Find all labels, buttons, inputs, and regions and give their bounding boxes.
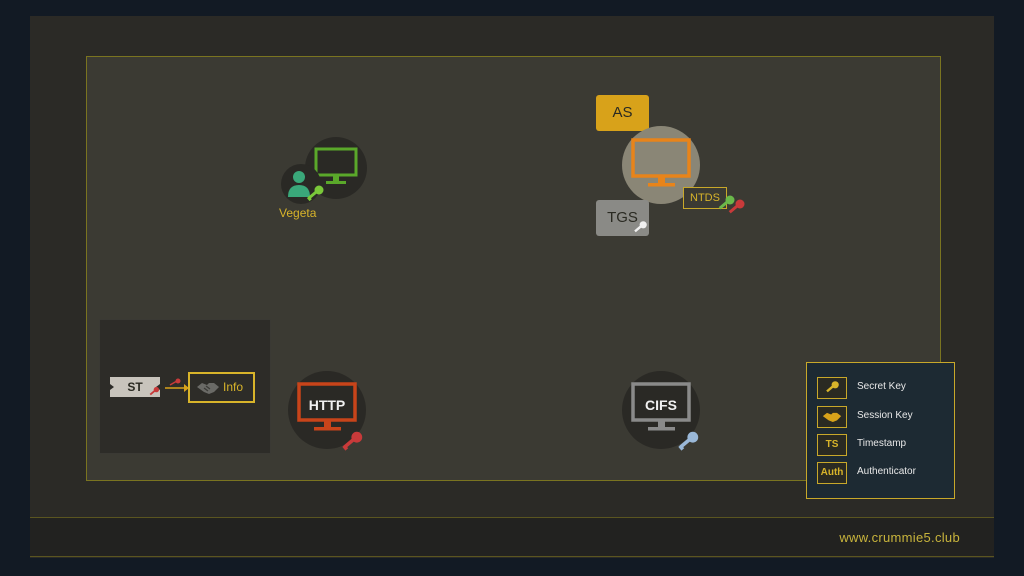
handshake-icon xyxy=(197,383,219,394)
legend-auth-icon: Auth xyxy=(817,462,847,484)
http-label: HTTP xyxy=(308,397,346,413)
legend: Secret Key Session Key TS Timestamp Auth… xyxy=(806,362,955,499)
red-monitor-icon xyxy=(297,382,357,431)
legend-item-authenticator: Auth Authenticator xyxy=(817,462,947,486)
legend-label: Authenticator xyxy=(857,466,916,477)
legend-item-timestamp: TS Timestamp xyxy=(817,434,947,458)
tgs-label: TGS xyxy=(607,209,638,226)
green-monitor-icon xyxy=(314,147,358,184)
legend-ts-icon: TS xyxy=(817,434,847,456)
white-key-icon xyxy=(634,221,647,233)
st-label: ST xyxy=(127,380,143,394)
ntds-label: NTDS xyxy=(690,192,720,204)
user-person-icon xyxy=(288,171,310,197)
legend-item-secret-key: Secret Key xyxy=(817,377,947,401)
green-key-icon xyxy=(306,185,324,202)
legend-label: Timestamp xyxy=(857,438,907,449)
footer-bar: www.crummie5.club xyxy=(30,517,994,557)
footer-url[interactable]: www.crummie5.club xyxy=(839,530,960,545)
legend-key-icon xyxy=(817,377,847,399)
info-box: Info xyxy=(188,372,255,403)
legend-handshake-icon xyxy=(817,406,847,428)
gray-monitor-icon xyxy=(631,382,691,431)
user-name: Vegeta xyxy=(279,206,317,220)
legend-item-session-key: Session Key xyxy=(817,406,947,430)
orange-monitor-icon xyxy=(631,138,691,187)
service-ticket: ST xyxy=(110,377,160,397)
ntds-box: NTDS xyxy=(683,187,727,209)
ntds-red-key-icon xyxy=(728,199,745,214)
as-label: AS xyxy=(612,104,633,121)
legend-label: Session Key xyxy=(857,410,913,421)
http-red-key-icon xyxy=(342,431,363,451)
cifs-label: CIFS xyxy=(645,397,677,413)
user-avatar-circle xyxy=(281,164,321,204)
legend-label: Secret Key xyxy=(857,381,906,392)
arrow-right-icon xyxy=(165,378,189,392)
ticket-red-key-icon xyxy=(149,386,160,396)
tgs-box: TGS xyxy=(596,200,649,236)
as-box: AS xyxy=(596,95,649,131)
cifs-blue-key-icon xyxy=(678,431,699,451)
ntds-green-key-icon xyxy=(718,195,735,210)
info-label: Info xyxy=(223,380,244,394)
